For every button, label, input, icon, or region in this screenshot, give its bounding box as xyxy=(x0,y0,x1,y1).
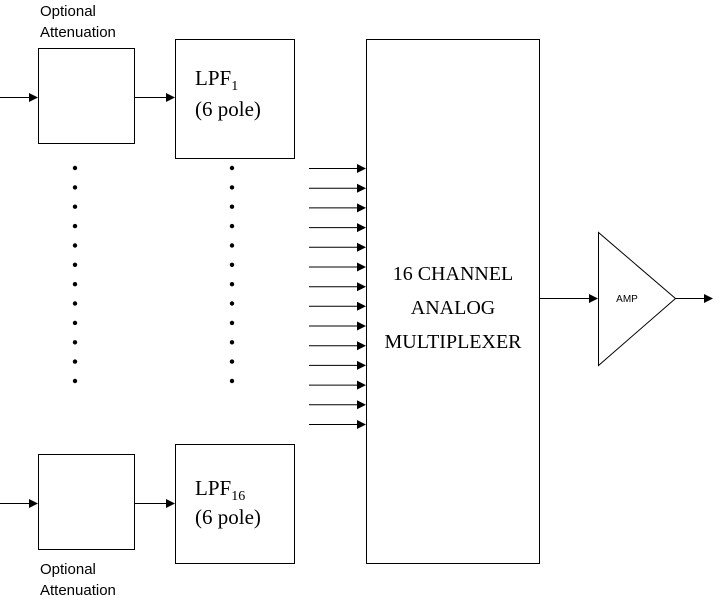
bottom-attenuation-box xyxy=(38,454,135,550)
ellipsis-dot-left xyxy=(72,165,78,171)
ellipsis-dot-left xyxy=(72,282,78,287)
top-attenuation-box xyxy=(38,48,135,144)
multiplexer-label-line3: MULTIPLEXER xyxy=(384,331,522,353)
bottom-attenuation-label-line2: Attenuation xyxy=(40,582,116,598)
ellipsis-dot-left xyxy=(72,301,78,306)
lpf-1-subscript: 1 xyxy=(231,79,238,94)
multiplexer-input-arrowhead xyxy=(357,420,366,429)
multiplexer-input-arrowhead xyxy=(357,360,366,370)
bottom-input-arrowhead xyxy=(29,499,38,508)
multiplexer-input-arrowhead xyxy=(357,301,366,311)
lpf-1-box xyxy=(175,39,295,159)
multiplexer-input-arrowhead xyxy=(357,203,366,213)
ellipsis-dot-right xyxy=(229,320,235,326)
output-arrowhead xyxy=(704,294,713,303)
lpf-16-detail: (6 pole) xyxy=(195,505,261,529)
multiplexer-input-arrowhead xyxy=(357,262,366,272)
multiplexer-input-arrowhead xyxy=(357,223,366,233)
ellipsis-dot-left xyxy=(72,320,78,326)
lpf-16-name-main: LPF xyxy=(195,476,231,500)
top-attenuation-label-line1: Optional xyxy=(40,3,96,20)
lpf-16-subscript: 16 xyxy=(231,489,245,504)
multiplexer-label-line1: 16 CHANNEL xyxy=(393,263,514,285)
multiplexer-input-arrowhead xyxy=(357,400,366,410)
multiplexer-input-arrowhead xyxy=(357,183,366,193)
lpf-1-name-main: LPF xyxy=(195,66,231,90)
multiplexer-input-arrowhead xyxy=(357,380,366,390)
ellipsis-dot-right xyxy=(229,165,235,171)
ellipsis-dot-right xyxy=(229,282,235,287)
lpf-1-detail: (6 pole) xyxy=(195,97,261,121)
ellipsis-dot-left xyxy=(72,185,78,190)
ellipsis-dot-left xyxy=(72,378,78,384)
amplifier-triangle xyxy=(598,231,677,367)
ellipsis-dot-left xyxy=(72,223,78,229)
multiplexer-box xyxy=(366,39,540,564)
lpf-1-name: LPF1 xyxy=(195,66,238,94)
top-input-arrowhead xyxy=(29,93,38,102)
top-attenuation-label-line2: Attenuation xyxy=(40,24,116,41)
ellipsis-dot-right xyxy=(229,301,235,306)
ellipsis-dot-right xyxy=(229,185,235,190)
ellipsis-dot-left xyxy=(72,340,78,345)
multiplexer-input-arrowhead xyxy=(357,282,366,292)
mux-to-amp-arrowhead xyxy=(589,294,598,303)
ellipsis-dot-right xyxy=(229,243,235,248)
multiplexer-input-arrows xyxy=(309,164,366,429)
ellipsis-dot-right xyxy=(229,340,235,345)
channel-ellipsis-left xyxy=(72,165,78,384)
bottom-attenuation-label-line1: Optional xyxy=(40,561,96,578)
ellipsis-dot-left xyxy=(72,204,78,209)
ellipsis-dot-left xyxy=(72,359,78,364)
multiplexer-input-arrowhead xyxy=(357,341,366,351)
ellipsis-dot-left xyxy=(72,262,78,267)
ellipsis-dot-right xyxy=(229,378,235,384)
lpf-16-name: LPF16 xyxy=(195,476,245,504)
bottom-atten-to-lpf-arrowhead xyxy=(166,499,175,508)
lpf-16-box xyxy=(175,444,295,564)
ellipsis-dot-left xyxy=(72,243,78,248)
multiplexer-input-arrowhead xyxy=(357,242,366,252)
ellipsis-dot-right xyxy=(229,359,235,364)
multiplexer-input-arrowhead xyxy=(357,164,366,173)
ellipsis-dot-right xyxy=(229,262,235,267)
ellipsis-dot-right xyxy=(229,204,235,209)
ellipsis-dot-right xyxy=(229,223,235,229)
top-atten-to-lpf-arrowhead xyxy=(166,93,175,102)
channel-ellipsis-right xyxy=(229,165,235,384)
multiplexer-label-line2: ANALOG xyxy=(411,297,495,319)
amplifier-label: AMP xyxy=(616,294,638,305)
multiplexer-input-arrowhead xyxy=(357,321,366,331)
